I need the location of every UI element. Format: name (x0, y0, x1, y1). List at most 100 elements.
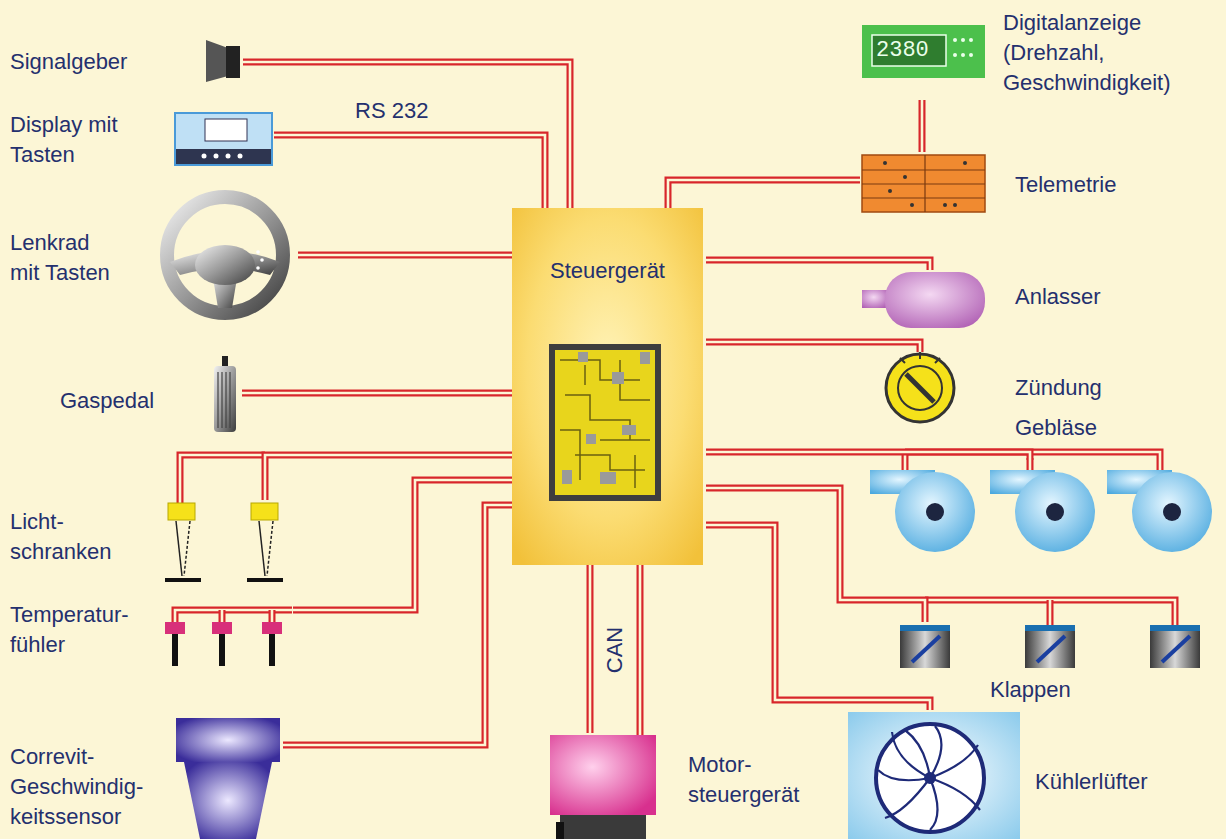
wire-line (706, 488, 925, 622)
circuit-chip-part-part (586, 434, 596, 444)
temperature-probe-icon-part (172, 634, 178, 666)
radiator-fan-icon-part (876, 724, 984, 832)
wire-connector (293, 480, 512, 610)
wire-connector (922, 100, 923, 152)
starter-icon-part (885, 272, 985, 328)
light-barrier-icon-part-part (259, 521, 265, 576)
telemetry-unit-icon-part-part (903, 175, 907, 179)
wire-gap (706, 342, 920, 352)
circuit-chip-part-part (560, 360, 640, 380)
wire-gap (706, 488, 925, 622)
display-icon-part-part (238, 154, 243, 159)
circuit-chip-part (562, 352, 650, 484)
wire-branch-part (637, 565, 644, 735)
display-icon-part-part (226, 154, 231, 159)
flap-icon-part-part (1025, 625, 1075, 631)
circuit-chip-part-part (584, 365, 586, 385)
digital-display-icon-part-part (969, 38, 973, 42)
flap-icon-part-part (900, 625, 950, 631)
circuit-chip-part-part (634, 455, 636, 488)
wire-gap (921, 100, 924, 152)
engine-ecu-icon-part (560, 815, 646, 839)
wire-connector (668, 180, 860, 208)
wire-gap (589, 565, 592, 733)
display-icon-part (175, 113, 272, 165)
wire-branch-part (1049, 600, 1052, 625)
wire-gap (242, 392, 512, 395)
radiator-fan-icon-part (878, 726, 980, 830)
node-label: Gaspedal (60, 386, 154, 416)
circuit-chip-part-part (620, 360, 650, 400)
digital-display-icon-part-part (953, 38, 957, 42)
blower-icon-part (870, 470, 975, 552)
steering-wheel-icon-part (167, 197, 283, 313)
flap-icon (900, 625, 1200, 668)
flap-icon-part-part (900, 631, 950, 668)
correvit-sensor-icon-part (176, 718, 280, 762)
node-label: Lenkrad mit Tasten (10, 228, 123, 288)
wire-connector (274, 135, 545, 208)
display-icon-part (176, 149, 271, 164)
node-label: Display mit Tasten (10, 110, 122, 170)
digital-display-icon-part-part (961, 38, 965, 42)
circuit-chip-part (555, 350, 655, 495)
digital-display-icon-part-part (953, 53, 957, 57)
ignition-switch-icon (886, 352, 954, 422)
digit-readout: 2380 (874, 37, 931, 65)
horn-icon-part (226, 46, 240, 78)
steering-wheel-icon-part (256, 250, 264, 270)
digital-display-icon (862, 25, 985, 78)
flap-icon-part-part (1037, 636, 1065, 662)
wire-gap (706, 452, 1030, 460)
wire-line (706, 525, 930, 710)
node-label: Zündung (1015, 373, 1102, 403)
steering-wheel-icon-part (195, 245, 255, 285)
flap-icon-part (900, 625, 950, 668)
starter-icon (862, 272, 985, 328)
wire-connector (706, 452, 1030, 460)
telemetry-unit-icon-part-part (883, 161, 887, 165)
engine-ecu-icon-part (556, 822, 564, 839)
blower-icon-part-part (1163, 503, 1181, 521)
wire-gap (668, 180, 860, 208)
wire-branch-part (925, 600, 1175, 625)
wire-line (242, 390, 512, 397)
engine-ecu-icon-part (550, 735, 656, 815)
starter: Anlasser (860, 270, 1122, 330)
light-barrier-icon-part (247, 578, 283, 582)
node-label: Signalgeber (10, 47, 127, 77)
telemetry-unit-icon-part-part (953, 203, 957, 207)
flap-icon-part-part (1025, 631, 1075, 668)
radiator-fan-icon-part-part (885, 778, 930, 818)
radiator-fan-icon-part-part (878, 770, 930, 780)
node-label: Telemetrie (1015, 170, 1116, 200)
wire-gap (298, 254, 512, 257)
digital-display-icon-part-part (961, 53, 965, 57)
engine-ecu: Motor- steuergerät (548, 733, 830, 837)
circuit-chip-part-part (600, 472, 616, 484)
horn-icon-part (206, 40, 228, 82)
circuit-chip-part-part (578, 352, 588, 362)
accelerator-pedal-icon (214, 356, 236, 432)
blower-icon-part (990, 470, 1095, 552)
node-label: Gebläse (1015, 413, 1097, 443)
control-unit: Steuergerät (512, 208, 706, 565)
light-barrier-icon-part (168, 503, 195, 520)
speed-sensor: Correvit- Geschwindig- keitssensor (8, 715, 283, 837)
temperature-probe-icon-part (212, 622, 232, 634)
wire-gap (274, 135, 545, 208)
node-label: Temperatur- fühler (10, 600, 129, 660)
steering-wheel-icon-part-part (260, 258, 264, 262)
radiator-fan-icon-part-part (930, 745, 978, 778)
circuit-chip-part-part (600, 439, 650, 441)
wire-line (587, 565, 594, 733)
accelerator-pedal: Gaspedal (58, 356, 242, 434)
wire-branch-part (175, 610, 292, 622)
display-icon-part (205, 119, 247, 141)
blower-icon-part-part (926, 503, 944, 521)
telemetry-unit-icon-part (862, 155, 985, 212)
circuit-chip-part-part (562, 470, 572, 484)
radiator-fan-icon-part (924, 772, 936, 784)
flap-icon-part (1150, 625, 1200, 668)
light-barrier-icon-part-part (267, 521, 273, 576)
